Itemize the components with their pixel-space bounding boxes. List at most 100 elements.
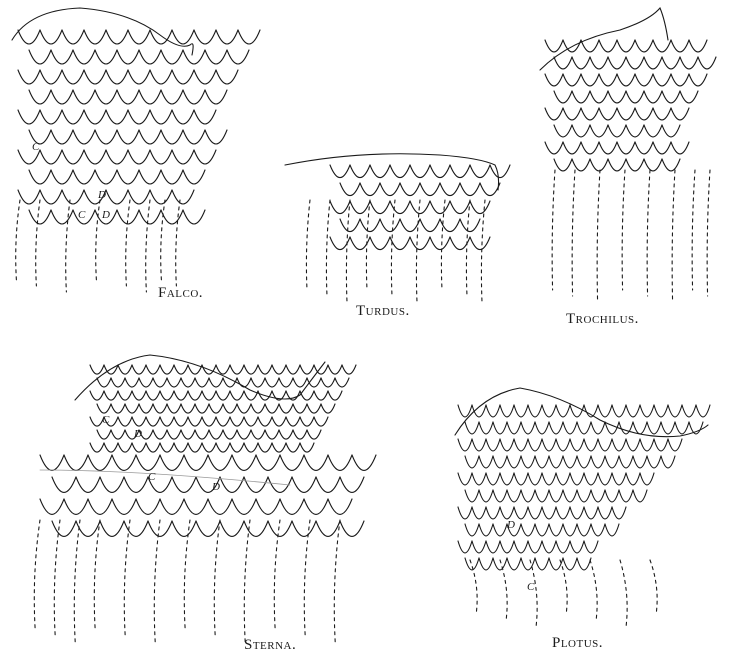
covert-feather-scale [265,404,279,413]
covert-feather-scale [40,30,62,44]
turdus-wing-drawing [285,154,510,302]
covert-feather-scale [545,74,563,86]
covert-feather-scale [528,439,542,451]
covert-feather-scale [258,365,272,374]
covert-feather-scale [653,74,671,86]
covert-feather-scale [500,405,514,417]
covert-feather-scale [479,558,493,570]
covert-feather-scale [472,507,486,519]
covert-feather-scale [465,524,479,536]
flight-feather-outline [481,200,485,302]
covert-feather-scale [216,443,230,452]
covert-feather-scale [577,422,591,434]
covert-feather-scale [95,130,117,144]
covert-feather-scale [598,439,612,451]
covert-feather-scale [668,439,682,451]
covert-feather-scale [514,405,528,417]
covert-feather-scale [181,404,195,413]
covert-feather-scale [167,378,181,387]
covert-feather-scale [514,439,528,451]
covert-feather-scale [216,417,230,426]
covert-feather-scale [472,541,486,553]
covert-feather-scale [563,524,577,536]
covert-feather-scale [599,108,617,120]
covert-feather-scale [608,125,626,137]
covert-feather-scale [174,391,188,400]
caption-turdus: Turdus. [356,303,410,320]
covert-feather-scale [572,125,590,137]
covert-feather-scale [160,455,184,470]
covert-feather-scale [40,190,62,204]
covert-feather-scale [132,365,146,374]
flight-feather-outline [154,520,160,642]
covert-feather-scale [125,378,139,387]
covert-feather-scale [125,404,139,413]
covert-feather-scale [160,499,184,514]
covert-feather-scale [470,165,490,178]
covert-feather-scale [619,456,633,468]
covert-feather-scale [521,422,535,434]
covert-feather-scale [40,110,62,124]
flight-feather-outline [244,520,250,642]
covert-feather-scale [590,57,608,69]
flight-feather-outline [74,520,80,642]
covert-feather-scale [128,110,150,124]
covert-feather-scale [88,455,112,470]
covert-feather-scale [554,91,572,103]
covert-feather-scale [680,91,698,103]
covert-feather-scale [161,170,183,184]
covert-feather-scale [626,57,644,69]
covert-feather-scale [635,108,653,120]
covert-feather-scale [486,541,500,553]
covert-feather-scale [330,165,350,178]
covert-feather-scale [556,507,570,519]
falco-label-d2: D [101,209,110,221]
covert-feather-scale [223,430,237,439]
covert-feather-scale [314,417,328,426]
covert-feather-scale [430,201,450,214]
covert-feather-scale [493,490,507,502]
covert-feather-scale [644,91,662,103]
covert-feather-scale [293,378,307,387]
covert-feather-scale [570,439,584,451]
covert-feather-scale [591,422,605,434]
covert-feather-scale [209,378,223,387]
covert-feather-scale [304,499,328,514]
covert-feather-scale [104,391,118,400]
covert-feather-scale [202,417,216,426]
falco-label-d1: D [97,189,106,201]
covert-feather-scale [18,70,40,84]
covert-feather-scale [100,521,124,536]
covert-feather-scale [521,490,535,502]
covert-feather-scale [554,159,572,171]
covert-feather-scale [150,30,172,44]
flight-feather-outline [94,520,100,630]
covert-feather-scale [507,456,521,468]
covert-feather-scale [514,507,528,519]
covert-feather-scale [458,473,472,485]
covert-feather-scale [292,477,316,492]
covert-feather-scale [479,422,493,434]
covert-feather-scale [465,456,479,468]
flight-feather-outline [214,520,220,636]
covert-feather-scale [286,365,300,374]
covert-feather-scale [304,455,328,470]
covert-feather-scale [662,125,680,137]
covert-feather-scale [472,439,486,451]
covert-feather-scale [521,456,535,468]
covert-feather-scale [258,417,272,426]
covert-feather-scale [293,430,307,439]
falco-label-c2: C [78,209,86,221]
flight-feather-outline [620,560,627,627]
covert-feather-scale [328,365,342,374]
covert-feather-scale [689,40,707,52]
covert-feather-scale [626,439,640,451]
covert-feather-scale [350,201,370,214]
covert-feather-scale [584,473,598,485]
plotus-label-c: C [527,581,535,593]
plotus-label-d: D [506,519,515,531]
covert-feather-scale [51,90,73,104]
covert-feather-scale [430,165,450,178]
covert-feather-scale [465,558,479,570]
covert-feather-scale [97,404,111,413]
